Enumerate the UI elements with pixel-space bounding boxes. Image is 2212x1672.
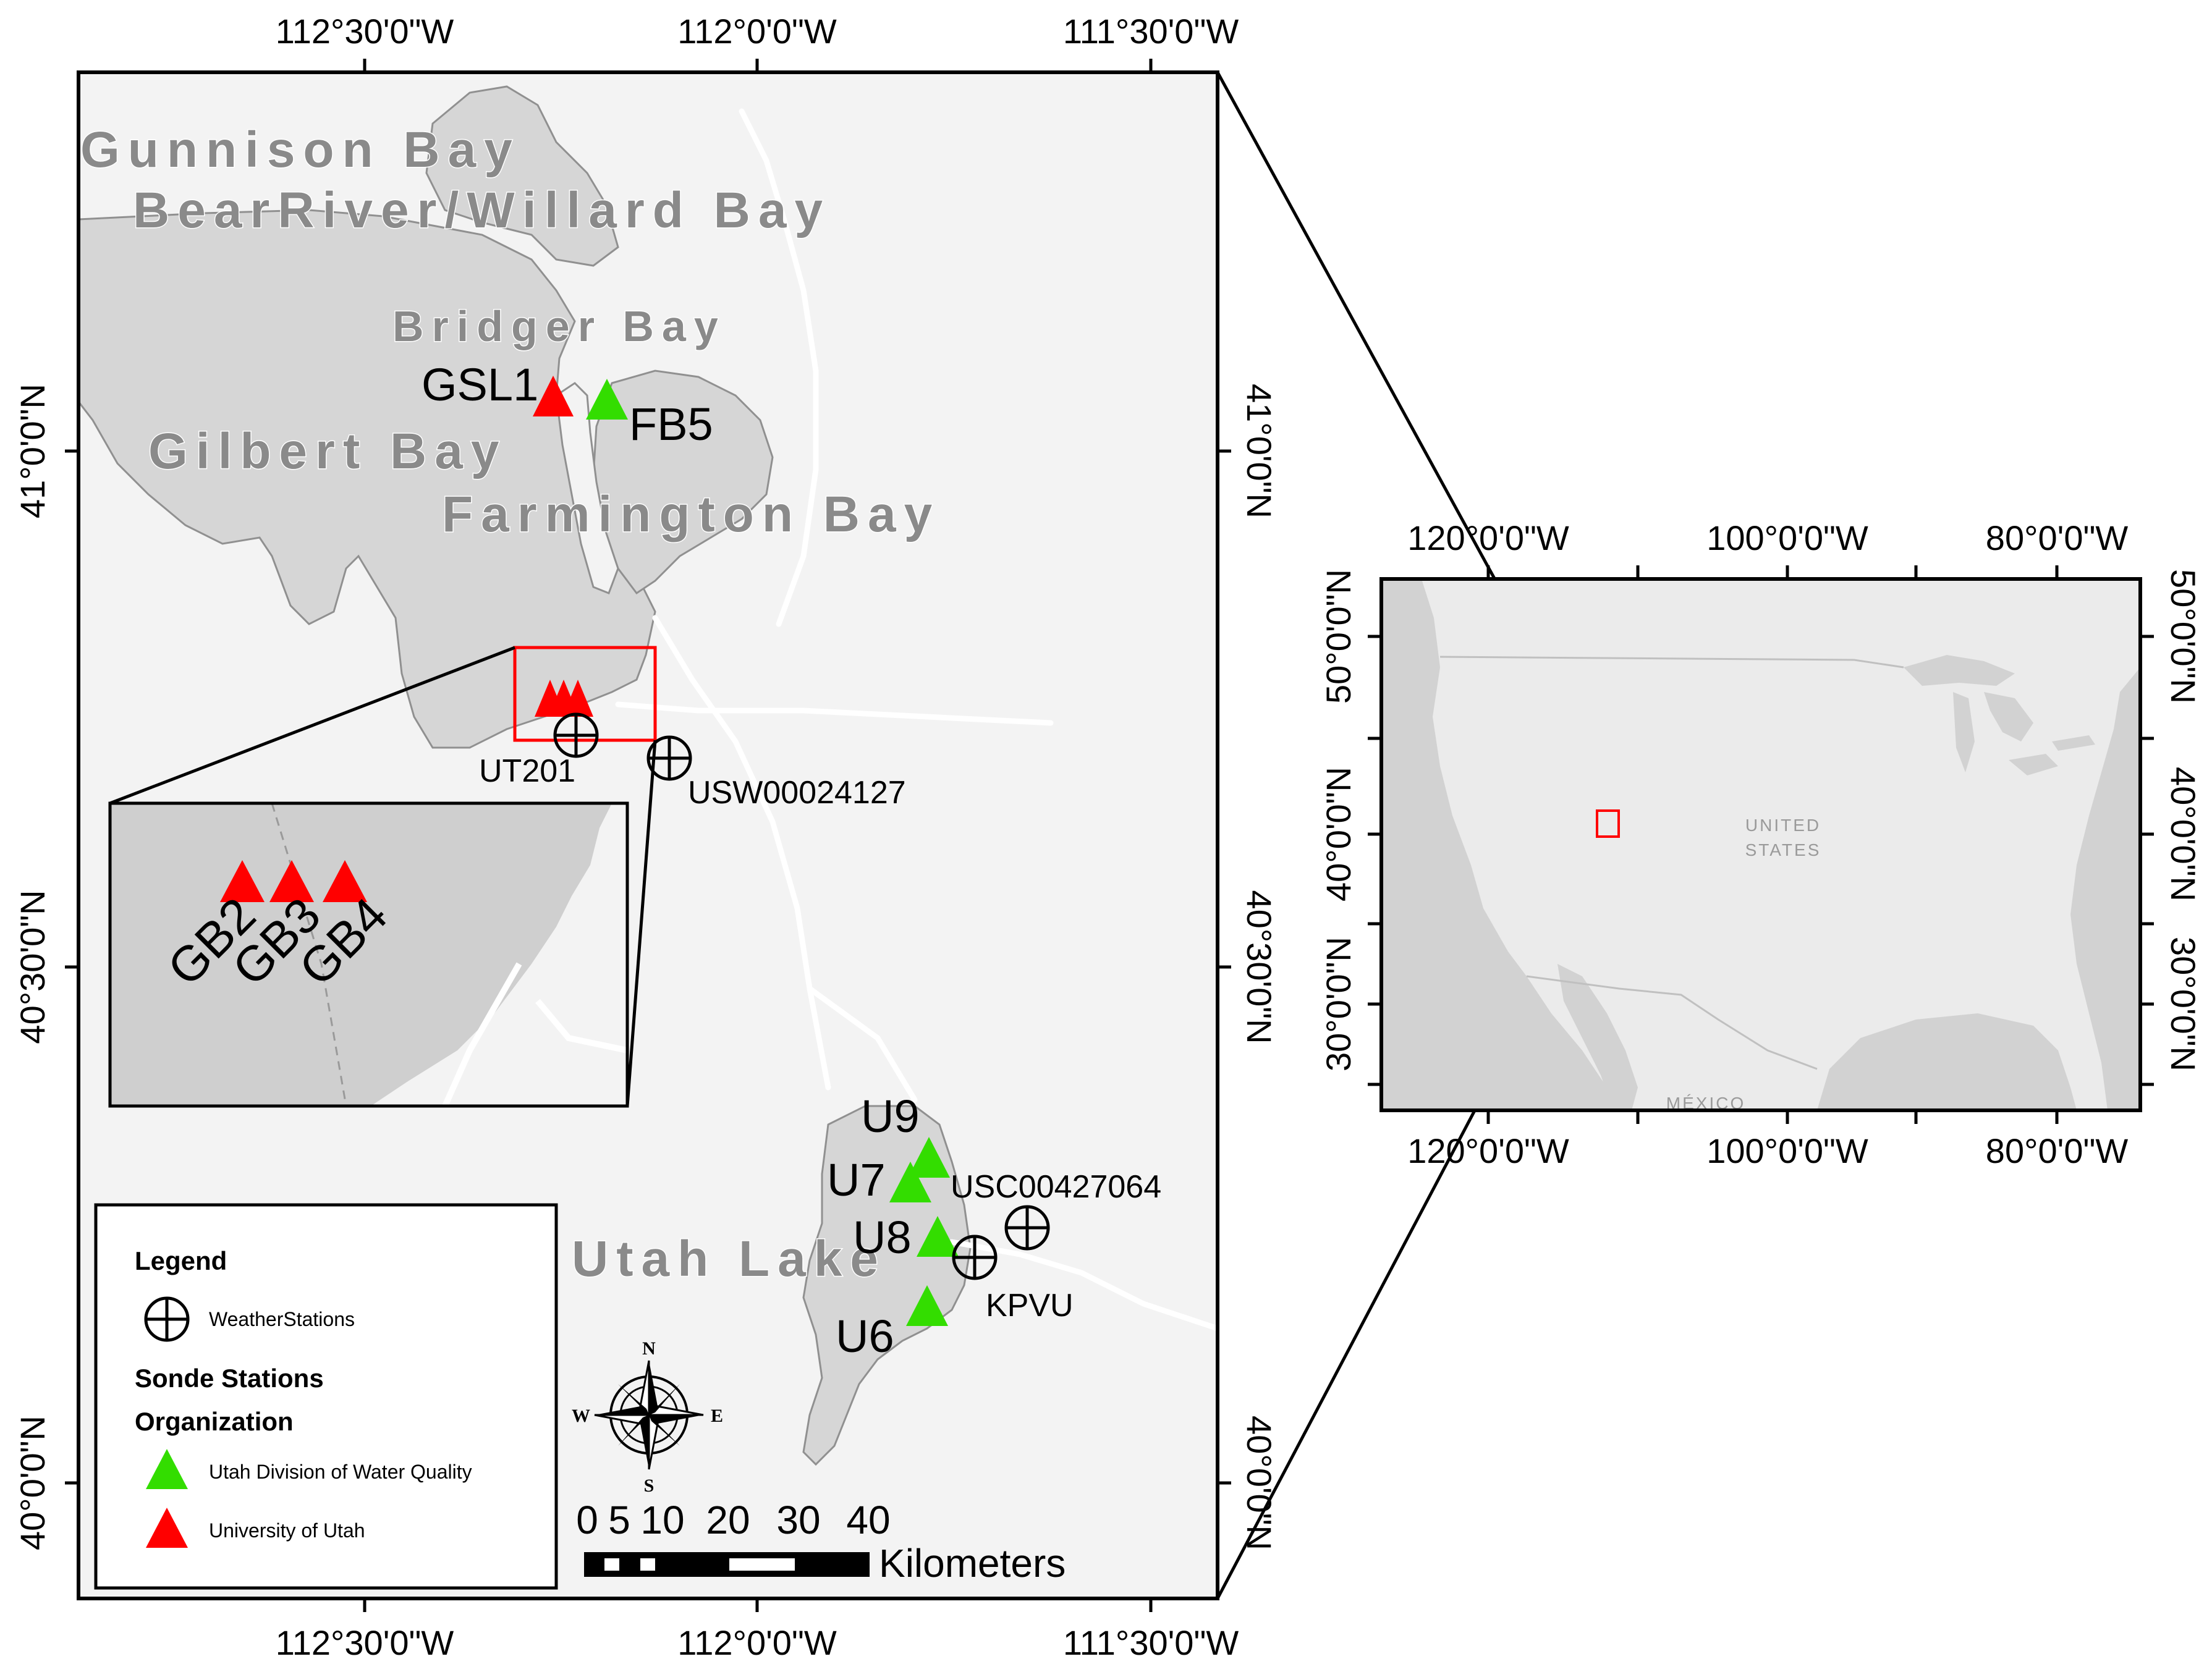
lon-label-top-1: 112°30'0"W [276, 12, 454, 51]
compass-s: S [644, 1476, 655, 1496]
overview-lon-bottom-1: 120°0'0"W [1407, 1131, 1569, 1170]
station-u6-marker[interactable] [906, 1285, 948, 1326]
overview-united-label: UNITED [1745, 816, 1821, 835]
main-map-ticks [65, 59, 1231, 1612]
legend: Legend WeatherStations Sonde Stations Or… [94, 1203, 558, 1590]
weather-usc00427064-marker[interactable] [1004, 1205, 1050, 1251]
overview-states-label: STATES [1745, 840, 1821, 859]
north-arrow: N S E W [572, 1338, 723, 1496]
compass-n: N [642, 1338, 656, 1359]
scale-tick-5: 5 [608, 1498, 630, 1542]
overview-lon-top-1: 120°0'0"W [1407, 518, 1569, 557]
lon-label-bottom-2: 112°0'0"W [677, 1623, 837, 1662]
label-utah-lake: Utah Lake [572, 1231, 886, 1287]
scale-tick-20: 20 [706, 1498, 750, 1542]
label-gilbert-bay: Gilbert Bay [148, 423, 507, 479]
station-fb5-marker[interactable] [586, 379, 628, 420]
lat-label-right-1: 41°0'0"N [1240, 384, 1279, 518]
overview-lat-left-2: 40°0'0"N [1319, 767, 1358, 901]
legend-dwq-icon [146, 1449, 188, 1489]
legend-weather-icon [144, 1296, 190, 1342]
inset-map: GB2 GB3 GB4 [108, 801, 629, 1108]
weather-kpvu-marker[interactable] [952, 1235, 998, 1280]
lat-label-left-3: 40°0'0"N [13, 1416, 52, 1550]
station-u7-label: U7 [827, 1154, 886, 1205]
utah-lake-water [802, 1105, 972, 1466]
station-gsl1-label: GSL1 [422, 359, 538, 410]
overview-lon-bottom-3: 80°0'0"W [1986, 1131, 2129, 1170]
lon-label-bottom-3: 111°30'0"W [1063, 1623, 1239, 1662]
lon-label-top-3: 111°30'0"W [1063, 12, 1239, 51]
scale-tick-10: 10 [640, 1498, 684, 1542]
weather-usw00024127-marker[interactable] [646, 735, 692, 781]
antelope-island [555, 382, 619, 594]
overview-lon-top-2: 100°0'0"W [1706, 518, 1868, 557]
label-gunnison-bay: Gunnison Bay [80, 122, 520, 178]
overview-map: UNITED STATES MÉXICO 120°0'0"W 100°0'0"W… [1319, 518, 2203, 1170]
lat-label-right-3: 40°0'0"N [1240, 1416, 1279, 1550]
overview-lon-bottom-2: 100°0'0"W [1706, 1131, 1868, 1170]
overview-lat-right-1: 30°0'0"N [2164, 937, 2203, 1071]
overview-lat-right-3: 50°0'0"N [2164, 569, 2203, 704]
station-u8-marker[interactable] [917, 1216, 959, 1257]
weather-ut201-marker[interactable] [553, 712, 599, 758]
great-salt-lake [78, 209, 656, 749]
inset-gb3-marker[interactable] [269, 860, 314, 902]
overview-lat-left-1: 30°0'0"N [1319, 937, 1358, 1071]
overview-mexico-label: MÉXICO [1666, 1094, 1745, 1113]
overview-study-extent [1596, 809, 1620, 838]
station-u9-marker[interactable] [908, 1137, 950, 1178]
station-u7-marker[interactable] [889, 1162, 931, 1202]
main-map: 112°30'0"W 112°0'0"W 111°30'0"W 112°30'0… [13, 12, 1279, 1662]
label-bearriver-willard-bay: BearRiver/Willard Bay [133, 182, 831, 239]
station-gsl1-marker[interactable] [533, 376, 574, 416]
compass-w: W [572, 1406, 590, 1426]
inset-gb4-marker[interactable] [323, 860, 367, 902]
label-bridger-bay: Bridger Bay [392, 302, 726, 350]
bear-river-bay [425, 85, 619, 267]
inset-gb2-marker[interactable] [220, 860, 265, 902]
compass-e: E [711, 1406, 723, 1426]
lat-label-right-2: 40°30'0"N [1240, 890, 1279, 1044]
legend-uofu-label: University of Utah [209, 1519, 365, 1542]
weather-kpvu-label: KPVU [986, 1288, 1074, 1324]
station-u9-label: U9 [861, 1091, 920, 1142]
legend-uofu-icon [146, 1508, 188, 1548]
legend-weather-label: WeatherStations [209, 1308, 355, 1330]
station-u6-label: U6 [836, 1311, 894, 1362]
station-u8-label: U8 [853, 1212, 912, 1263]
scale-tick-30: 30 [776, 1498, 820, 1542]
weather-usw00024127-label: USW00024127 [688, 775, 906, 811]
overview-lat-left-3: 50°0'0"N [1319, 569, 1358, 704]
weather-usc00427064-label: USC00427064 [951, 1169, 1161, 1205]
station-gb4-marker[interactable] [562, 680, 593, 717]
label-farmington-bay: Farmington Bay [442, 486, 940, 543]
legend-org-title: Organization [135, 1407, 294, 1436]
lat-label-left-2: 40°30'0"N [13, 890, 52, 1044]
scale-tick-40: 40 [846, 1498, 890, 1542]
scale-bar: 0 5 10 20 30 40 Kilometers [576, 1498, 1066, 1585]
legend-sonde-title: Sonde Stations [135, 1364, 324, 1393]
scale-tick-0: 0 [576, 1498, 598, 1542]
inset-extent-box [513, 646, 657, 742]
overview-lat-right-2: 40°0'0"N [2164, 767, 2203, 901]
legend-dwq-label: Utah Division of Water Quality [209, 1461, 472, 1483]
lat-label-left-1: 41°0'0"N [13, 384, 52, 518]
legend-title: Legend [135, 1246, 227, 1275]
lon-label-top-2: 112°0'0"W [677, 12, 837, 51]
weather-ut201-label: UT201 [479, 753, 575, 789]
overview-lon-top-3: 80°0'0"W [1986, 518, 2129, 557]
scale-unit: Kilometers [879, 1541, 1066, 1585]
lon-label-bottom-1: 112°30'0"W [276, 1623, 454, 1662]
station-fb5-label: FB5 [629, 399, 713, 450]
